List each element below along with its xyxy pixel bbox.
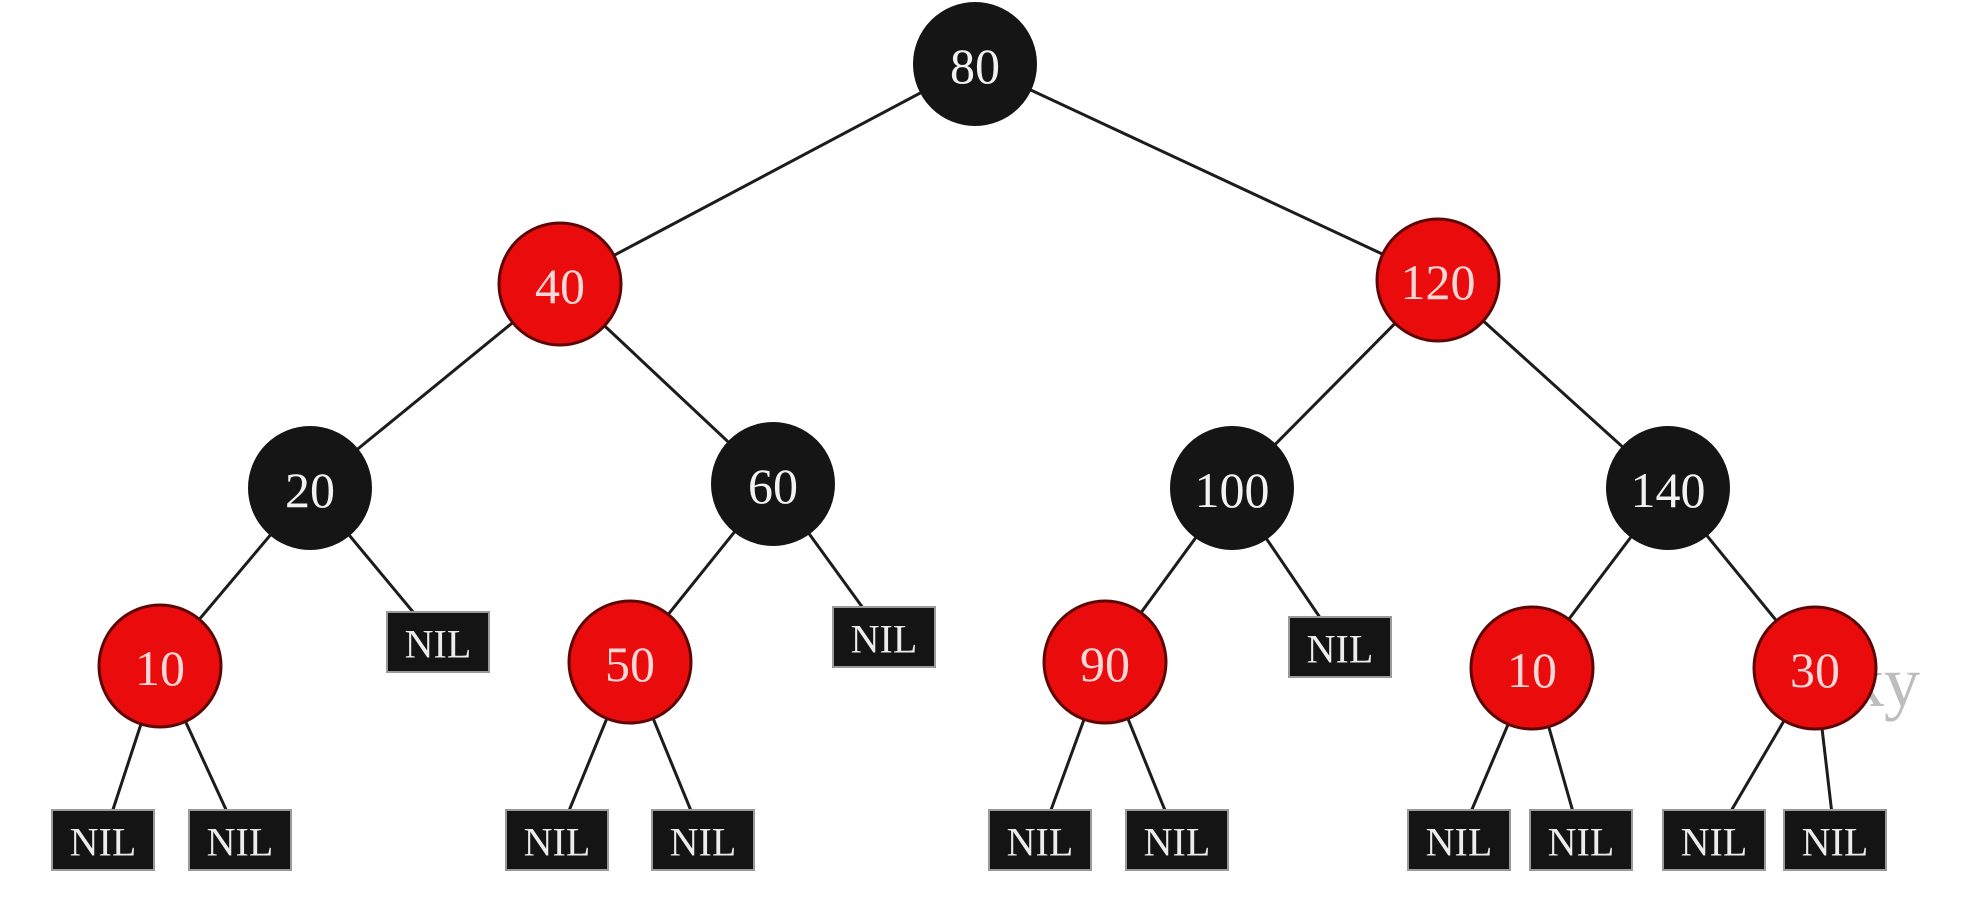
nil-box	[386, 611, 490, 673]
tree-node-10-red: 10	[97, 603, 223, 729]
nil-box	[832, 606, 936, 668]
nil-box	[988, 809, 1092, 871]
nil-box	[1125, 809, 1229, 871]
tree-node-30-red: 30	[1752, 605, 1878, 731]
tree-node-50-red: 50	[567, 599, 693, 725]
nil-leaf-nil5: NIL	[988, 809, 1092, 871]
nil-leaf-nil3: NIL	[505, 809, 609, 871]
red-node-circle	[1375, 217, 1501, 343]
black-node-circle	[248, 426, 372, 550]
tree-edge-n80-n120	[973, 62, 1440, 282]
nil-box	[1529, 809, 1633, 871]
black-node-circle	[913, 2, 1037, 126]
nil-leaf-nilA: NIL	[386, 611, 490, 673]
nil-leaf-nil7: NIL	[1407, 809, 1511, 871]
nil-box	[1783, 809, 1887, 871]
red-node-circle	[1042, 599, 1168, 725]
nil-leaf-nil10: NIL	[1783, 809, 1887, 871]
nil-box	[505, 809, 609, 871]
nil-box	[51, 809, 155, 871]
tree-node-140-black: 140	[1606, 426, 1730, 550]
nil-box	[1288, 616, 1392, 678]
black-node-circle	[711, 422, 835, 546]
nil-leaf-nil6: NIL	[1125, 809, 1229, 871]
red-node-circle	[97, 603, 223, 729]
nil-leaf-nil8: NIL	[1529, 809, 1633, 871]
tree-node-80-black: 80	[913, 2, 1037, 126]
tree-node-40-red: 40	[497, 221, 623, 347]
nil-box	[651, 809, 755, 871]
nil-leaf-nil2: NIL	[188, 809, 292, 871]
nil-leaf-nilB: NIL	[832, 606, 936, 668]
tree-node-60-black: 60	[711, 422, 835, 546]
black-node-circle	[1170, 426, 1294, 550]
tree-node-120-red: 120	[1375, 217, 1501, 343]
tree-edge-n80-n40	[558, 62, 977, 286]
nil-leaf-nilC: NIL	[1288, 616, 1392, 678]
nil-leaf-nil9: NIL	[1662, 809, 1766, 871]
tree-node-10-red: 10	[1469, 605, 1595, 731]
red-node-circle	[1752, 605, 1878, 731]
red-node-circle	[1469, 605, 1595, 731]
red-node-circle	[567, 599, 693, 725]
black-node-circle	[1606, 426, 1730, 550]
nil-box	[1662, 809, 1766, 871]
tree-edges	[101, 62, 1837, 842]
red-node-circle	[497, 221, 623, 347]
tree-node-90-red: 90	[1042, 599, 1168, 725]
tree-node-20-black: 20	[248, 426, 372, 550]
nil-leaf-nil4: NIL	[651, 809, 755, 871]
nil-box	[188, 809, 292, 871]
nil-leaf-nil1: NIL	[51, 809, 155, 871]
nil-box	[1407, 809, 1511, 871]
tree-node-100-black: 100	[1170, 426, 1294, 550]
